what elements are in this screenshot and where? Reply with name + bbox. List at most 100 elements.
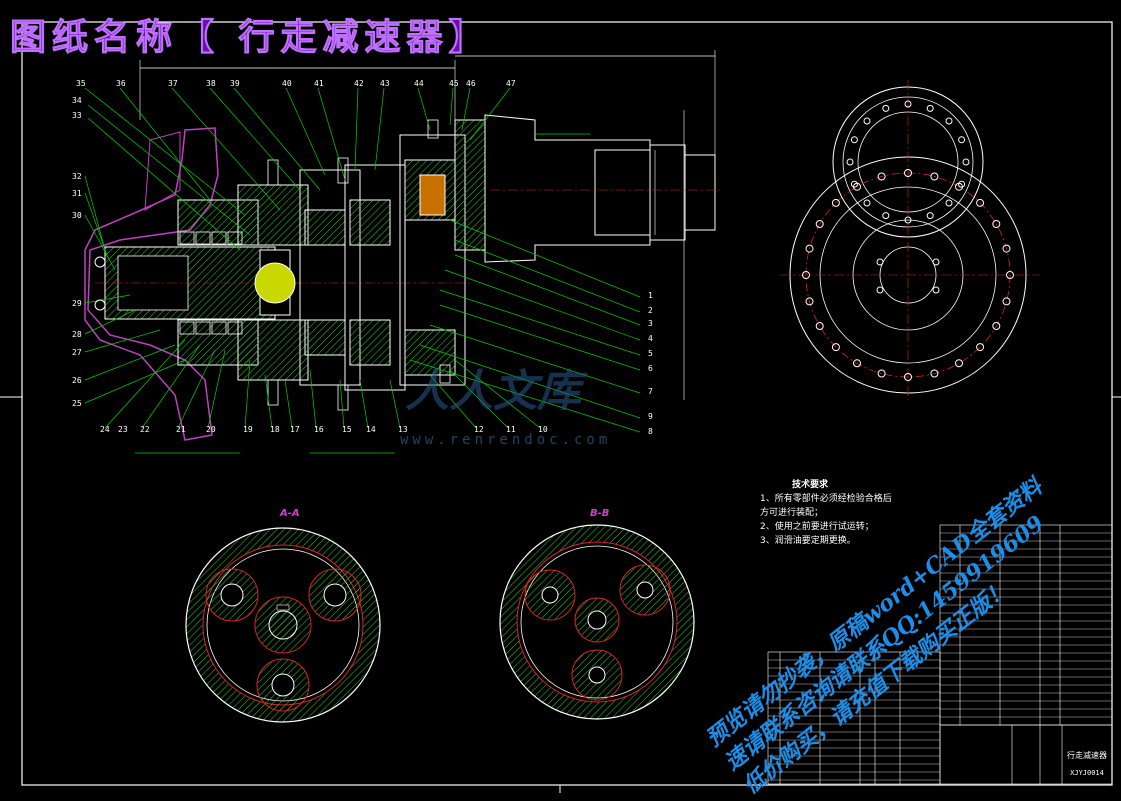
bolt-hole: [976, 198, 985, 207]
part-label-6: 6: [648, 364, 653, 373]
part-label-28: 28: [72, 330, 82, 339]
bolt-hole: [976, 343, 985, 352]
bolt-hole: [815, 322, 824, 330]
part-label-15: 15: [342, 425, 352, 434]
bolt-hole: [831, 198, 840, 207]
hub-hole: [876, 258, 884, 266]
part-label-13: 13: [398, 425, 408, 434]
bolt-hole-circle: [802, 100, 1014, 381]
bolt-hole: [831, 343, 840, 352]
part-label-31: 31: [72, 189, 82, 198]
part-label-27: 27: [72, 348, 82, 357]
watermark-url: www.renrendoc.com: [400, 432, 612, 448]
part-label-9: 9: [648, 412, 653, 421]
part-label-16: 16: [314, 425, 324, 434]
part-label-42: 42: [354, 79, 364, 88]
section-b-b: B-B: [499, 508, 695, 720]
bolt-hole: [805, 297, 814, 306]
part-label-14: 14: [366, 425, 376, 434]
bolt-hole: [815, 220, 824, 228]
part-label-47: 47: [506, 79, 516, 88]
part-label-10: 10: [538, 425, 548, 434]
bolt-hole: [1006, 271, 1014, 279]
tech-requirements: 技术要求 1、所有零部件必须经检验合格后 方可进行装配； 2、使用之前要进行试运…: [760, 478, 892, 548]
titleblock-number: XJYJ0014: [1070, 769, 1104, 777]
flange-hole: [850, 136, 858, 144]
part-label-12: 12: [474, 425, 484, 434]
part-label-46: 46: [466, 79, 476, 88]
bolt-hole: [904, 373, 912, 381]
flange-hole: [850, 180, 858, 188]
bolt-hole: [904, 169, 912, 177]
bolt-hole: [1002, 297, 1011, 306]
part-label-39: 39: [230, 79, 240, 88]
part-label-25: 25: [72, 399, 82, 408]
part-label-35: 35: [76, 79, 86, 88]
part-label-43: 43: [380, 79, 390, 88]
flange-hole: [926, 104, 934, 112]
part-label-21: 21: [176, 425, 186, 434]
bolt-hole: [853, 359, 861, 368]
bolt-hole: [877, 369, 886, 378]
tech-requirements-heading: 技术要求: [792, 480, 829, 490]
titleblock-name: 行走减速器: [1067, 750, 1107, 760]
part-label-37: 37: [168, 79, 178, 88]
part-label-4: 4: [648, 334, 653, 343]
part-label-34: 34: [72, 96, 82, 105]
parts-list-table: [767, 524, 1113, 785]
part-label-7: 7: [648, 387, 653, 396]
part-label-45: 45: [449, 79, 459, 88]
section-a-a: A-A: [185, 508, 381, 723]
sheet-frame: [21, 21, 1113, 786]
part-label-11: 11: [506, 425, 516, 434]
part-label-33: 33: [72, 111, 82, 120]
part-label-26: 26: [72, 376, 82, 385]
section-a-label: A-A: [279, 508, 300, 519]
bolt-hole: [877, 172, 886, 181]
part-label-23: 23: [118, 425, 128, 434]
flange-hole: [904, 216, 912, 224]
part-label-3: 3: [648, 319, 653, 328]
flange-hole: [882, 104, 890, 112]
part-label-30: 30: [72, 211, 82, 220]
flange-hole: [962, 158, 970, 166]
part-label-32: 32: [72, 172, 82, 181]
part-label-20: 20: [206, 425, 216, 434]
flange-hole: [882, 212, 890, 220]
hub-hole: [932, 286, 940, 294]
bolt-hole: [955, 359, 963, 368]
hub-hole: [932, 258, 940, 266]
bolt-hole: [1002, 244, 1011, 253]
flange-hole: [863, 117, 871, 125]
part-number-labels: 1234567891011121314151617181920212223242…: [72, 79, 653, 436]
hub-hole: [876, 286, 884, 294]
part-label-41: 41: [314, 79, 324, 88]
tech-requirement-2: 2、使用之前要进行试运转；: [760, 522, 874, 532]
drawing-title: 图纸名称【 行走减速器】: [10, 17, 491, 59]
bolt-hole: [992, 220, 1001, 228]
part-label-22: 22: [140, 425, 150, 434]
flange-hole: [958, 136, 966, 144]
flange-hole: [945, 199, 953, 207]
flange-hole: [945, 117, 953, 125]
tech-requirement-1b: 方可进行装配；: [760, 508, 824, 518]
flange-hole: [904, 100, 912, 108]
part-label-19: 19: [243, 425, 253, 434]
bolt-hole: [992, 322, 1001, 330]
part-label-2: 2: [648, 306, 653, 315]
main-section-view: [84, 50, 720, 454]
part-label-18: 18: [270, 425, 280, 434]
bolt-hole: [930, 172, 939, 181]
flange-hole: [846, 158, 854, 166]
part-label-38: 38: [206, 79, 216, 88]
part-label-44: 44: [414, 79, 424, 88]
bolt-hole: [802, 271, 810, 279]
tech-requirement-1: 1、所有零部件必须经检验合格后: [760, 494, 892, 504]
part-label-36: 36: [116, 79, 126, 88]
part-label-29: 29: [72, 299, 82, 308]
flange-hole: [863, 199, 871, 207]
part-label-17: 17: [290, 425, 300, 434]
part-label-24: 24: [100, 425, 110, 434]
flange-hole: [958, 180, 966, 188]
